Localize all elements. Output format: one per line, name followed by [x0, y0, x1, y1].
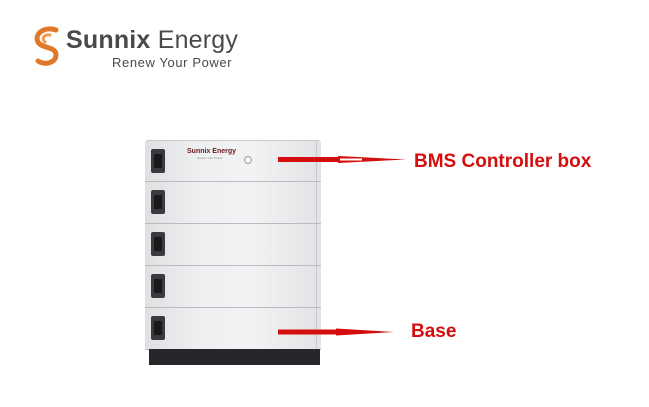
logo-wordmark: Sunnix Energy [66, 26, 238, 55]
module-edge [316, 266, 317, 307]
logo-name-rest: Energy [151, 26, 239, 54]
battery-module [145, 224, 321, 266]
module-edge [316, 224, 317, 265]
callout-base: Base [411, 321, 456, 343]
base-plinth [149, 349, 320, 365]
logo-tagline: Renew Your Power [112, 55, 232, 70]
module-edge [316, 182, 317, 223]
handle-icon [151, 190, 165, 214]
handle-icon [151, 316, 165, 340]
logo-name-bold: Sunnix [66, 26, 151, 54]
callout-bms-controller: BMS Controller box [414, 151, 591, 173]
battery-module [145, 266, 321, 308]
swirl-logo-icon [30, 24, 64, 70]
handle-icon [151, 232, 165, 256]
arrow-icon [278, 150, 408, 170]
panel-brand-tagline: Renew Your Power [197, 156, 223, 160]
power-button-icon [244, 156, 252, 164]
handle-icon [151, 149, 165, 173]
handle-icon [151, 274, 165, 298]
battery-module [145, 182, 321, 224]
panel-brand: Sunnix Energy [187, 148, 236, 155]
company-logo: Sunnix Energy Renew Your Power [30, 24, 260, 74]
arrow-icon [278, 322, 396, 342]
